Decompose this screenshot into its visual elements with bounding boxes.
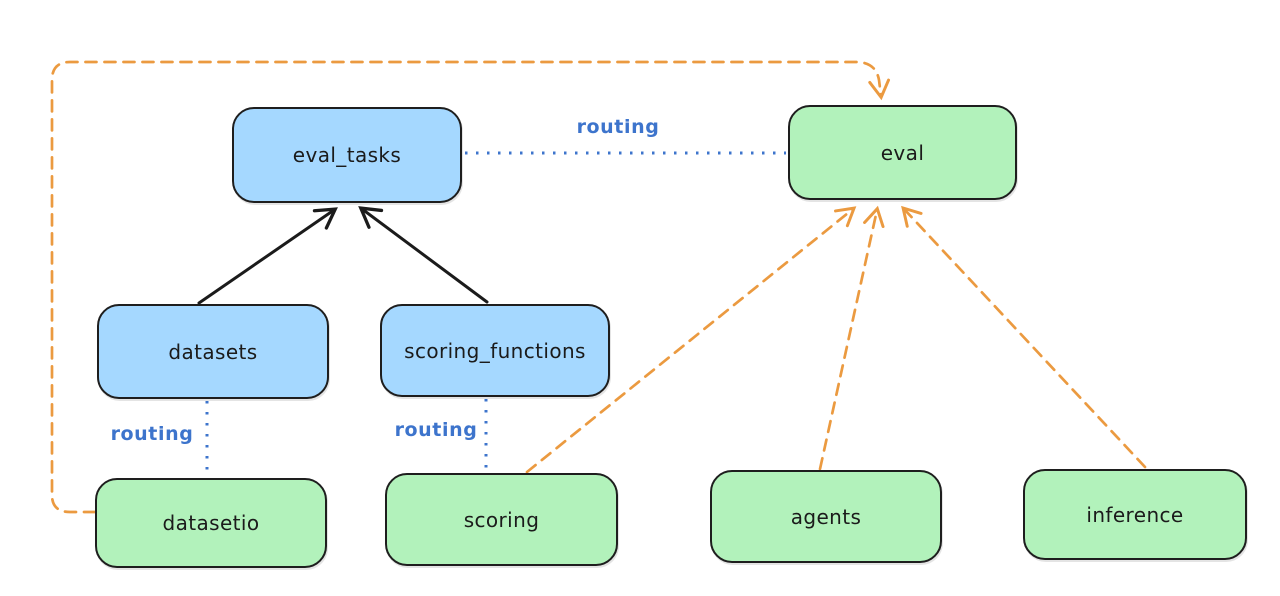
edge-datasetio-to-eval (50, 60, 891, 514)
edge-datasets-to-eval-tasks (197, 207, 338, 305)
node-datasets: datasets (97, 304, 329, 399)
edge-inference-to-eval (901, 205, 1147, 469)
node-scoring-functions: scoring_functions (380, 304, 610, 397)
edge-scoring-to-eval (525, 206, 857, 474)
node-agents: agents (710, 470, 942, 563)
node-inference: inference (1023, 469, 1247, 560)
edge-label-routing-datasets: routing (110, 423, 194, 445)
node-datasetio: datasetio (95, 478, 327, 568)
edge-label-routing-top: routing (576, 116, 660, 138)
node-eval: eval (788, 105, 1017, 200)
edge-scoring-functions-to-eval-tasks (358, 206, 489, 304)
edge-agents-to-eval (818, 205, 885, 471)
edge-label-routing-scoring: routing (394, 419, 478, 441)
node-eval-tasks: eval_tasks (232, 107, 462, 203)
node-scoring: scoring (385, 473, 618, 566)
